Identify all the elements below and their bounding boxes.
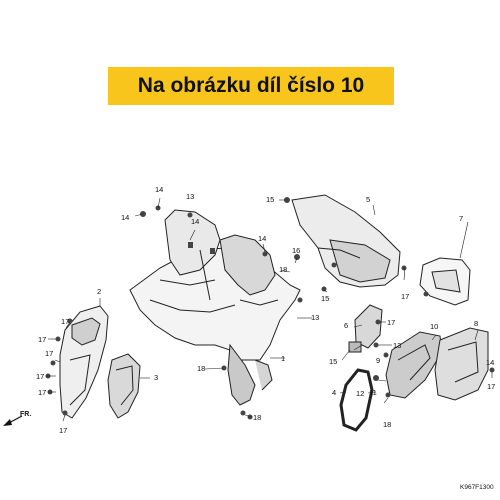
part-2-side-cover	[59, 305, 109, 419]
callout-15: 15	[321, 294, 329, 303]
callout-14: 14	[191, 217, 199, 226]
fasteners	[45, 197, 495, 420]
callout-9: 9	[376, 356, 380, 365]
part-1-inner-cover	[129, 209, 301, 406]
callout-5: 5	[366, 195, 370, 204]
part-5-box-cover	[291, 194, 401, 288]
callout-15: 15	[266, 195, 274, 204]
front-arrow	[3, 415, 23, 426]
callout-17: 17	[387, 318, 395, 327]
callout-7: 7	[459, 214, 463, 223]
callout-13: 13	[186, 192, 194, 201]
part-3-lower-cover	[107, 353, 141, 419]
callout-17: 17	[45, 349, 53, 358]
callout-13: 13	[311, 313, 319, 322]
callout-labels: 14 13 14 14 14 18 16 15 5 7 17 2 17 17 1…	[20, 185, 495, 491]
front-label: FR.	[20, 411, 31, 418]
callout-17: 17	[36, 372, 44, 381]
callout-8: 8	[474, 319, 478, 328]
callout-15: 15	[329, 357, 337, 366]
callout-1: 1	[281, 354, 285, 363]
part-10-lid	[385, 331, 443, 399]
part-7-frame	[419, 257, 471, 306]
callout-6: 6	[344, 321, 348, 330]
callout-2: 2	[97, 287, 101, 296]
callout-18: 18	[383, 420, 391, 429]
leader-lines	[46, 197, 493, 422]
callout-18: 18	[253, 413, 261, 422]
callout-12: 12	[356, 389, 364, 398]
callout-14: 14	[486, 358, 494, 367]
callout-11: 11	[369, 388, 377, 397]
part-9-clip	[348, 341, 362, 353]
callout-17: 17	[401, 292, 409, 301]
callout-18: 18	[279, 265, 287, 274]
callout-4: 4	[332, 388, 336, 397]
callout-3: 3	[154, 373, 158, 382]
title-text: Na obrázku díl číslo 10	[137, 74, 365, 97]
callout-17: 17	[59, 426, 67, 435]
callout-13: 13	[393, 341, 401, 350]
callout-16: 16	[292, 246, 300, 255]
callout-18: 18	[197, 364, 205, 373]
title-banner: Na obrázku díl číslo 10	[108, 67, 394, 105]
callout-17: 17	[38, 335, 46, 344]
part-4-gasket	[339, 368, 374, 432]
callout-17: 17	[487, 382, 495, 391]
callout-14: 14	[258, 234, 266, 243]
callout-14: 14	[155, 185, 163, 194]
callout-17: 17	[61, 317, 69, 326]
callout-14: 14	[121, 213, 129, 222]
part-8-right-cover	[434, 327, 489, 401]
callout-10: 10	[430, 322, 438, 331]
drawing-code: K967F1300	[460, 484, 494, 491]
callout-17: 17	[38, 388, 46, 397]
